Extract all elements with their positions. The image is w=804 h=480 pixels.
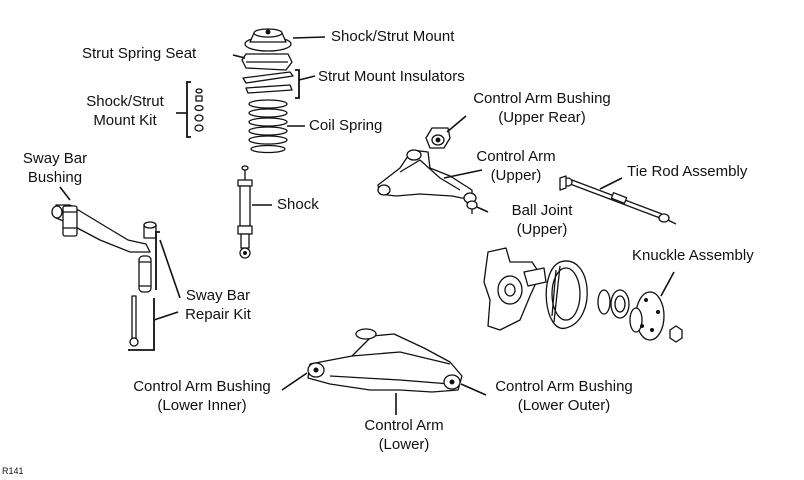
label-control-arm-bushing-upper-rear: Control Arm Bushing (Upper Rear): [452, 89, 632, 127]
leader-control-arm-upper: [443, 169, 483, 179]
control-arm-bushing-upper-rear-part: [425, 127, 451, 149]
leader-control-arm-bushing-lower-inner: [281, 372, 308, 391]
label-ball-joint-upper-line2: (Upper): [516, 221, 568, 238]
knuckle-assembly-part: [483, 247, 683, 343]
label-sway-bar-bushing-line2: Bushing: [27, 169, 83, 186]
label-control-arm-bushing-lower-inner-line1: Control Arm Bushing: [133, 378, 271, 395]
bracket-shock-strut-mount-kit: [186, 81, 191, 138]
label-sway-bar-bushing-line1: Sway Bar: [22, 150, 88, 167]
leader-sway-bar-repair-kit-2: [153, 311, 179, 321]
label-control-arm-bushing-lower-inner: Control Arm Bushing (Lower Inner): [122, 377, 282, 415]
bracket-sway-bar-top: [155, 231, 160, 290]
sway-bar-repair-kit-part: [129, 221, 157, 347]
label-shock-strut-mount: Shock/Strut Mount: [331, 28, 455, 45]
label-coil-spring: Coil Spring: [309, 117, 383, 134]
leader-strut-spring-seat: [232, 54, 246, 59]
leader-ball-joint-upper: [476, 206, 489, 213]
strut-spring-seat-part: [241, 53, 293, 71]
label-sway-bar-repair-kit: Sway Bar Repair Kit: [176, 286, 260, 324]
label-ball-joint-upper-line1: Ball Joint: [511, 202, 573, 219]
reference-code: R141: [2, 466, 24, 476]
label-strut-mount-insulators: Strut Mount Insulators: [318, 68, 465, 85]
leader-control-arm-bushing-lower-outer: [460, 383, 487, 396]
leader-control-arm-bushing-upper-rear: [446, 115, 467, 133]
label-tie-rod-assembly: Tie Rod Assembly: [627, 163, 748, 180]
bracket-sway-bar-bottom: [128, 298, 155, 351]
label-strut-spring-seat: Strut Spring Seat: [82, 45, 197, 62]
leader-tie-rod-assembly: [599, 177, 623, 190]
sway-bar-part: [51, 204, 151, 253]
label-control-arm-upper-line1: Control Arm: [476, 148, 556, 165]
label-control-arm-upper: Control Arm (Upper): [466, 147, 566, 185]
strut-mount-insulators-part: [242, 71, 294, 94]
leader-strut-mount-insulators: [298, 75, 316, 81]
control-arm-lower-part: [307, 328, 463, 393]
label-control-arm-bushing-upper-rear-line1: Control Arm Bushing: [473, 90, 611, 107]
label-shock-strut-mount-kit: Shock/Strut Mount Kit: [76, 92, 174, 130]
leader-shock-strut-mount: [292, 36, 326, 39]
leader-knuckle-assembly: [660, 271, 675, 297]
label-shock: Shock: [277, 196, 319, 213]
leader-sway-bar-bushing: [59, 186, 71, 201]
label-control-arm-bushing-lower-outer-line2: (Lower Outer): [517, 397, 611, 414]
label-control-arm-bushing-upper-rear-line2: (Upper Rear): [498, 109, 586, 126]
label-control-arm-lower-line2: (Lower): [378, 436, 430, 453]
control-arm-upper-part: [377, 149, 477, 204]
tie-rod-assembly-part: [559, 175, 677, 225]
label-shock-strut-mount-kit-line2: Mount Kit: [93, 112, 157, 129]
label-sway-bar-repair-kit-line2: Repair Kit: [185, 306, 251, 323]
coil-spring-part: [248, 99, 288, 154]
label-control-arm-lower: Control Arm (Lower): [354, 416, 454, 454]
bracket-strut-mount-insulators: [295, 69, 300, 99]
label-ball-joint-upper: Ball Joint (Upper): [500, 201, 584, 239]
label-sway-bar-repair-kit-line1: Sway Bar: [185, 287, 251, 304]
shock-strut-mount-kit-part: [194, 88, 204, 132]
label-control-arm-upper-line2: (Upper): [490, 167, 542, 184]
label-sway-bar-bushing: Sway Bar Bushing: [14, 149, 96, 187]
label-knuckle-assembly: Knuckle Assembly: [632, 247, 754, 264]
shock-strut-mount-part: [244, 28, 292, 52]
ball-joint-upper-part: [466, 200, 478, 214]
label-control-arm-bushing-lower-outer-line1: Control Arm Bushing: [495, 378, 633, 395]
label-shock-strut-mount-kit-line1: Shock/Strut: [86, 93, 164, 110]
leader-sway-bar-repair-kit: [159, 239, 181, 299]
label-control-arm-bushing-lower-outer: Control Arm Bushing (Lower Outer): [486, 377, 642, 415]
label-control-arm-lower-line1: Control Arm: [364, 417, 444, 434]
shock-absorber-part: [237, 165, 253, 259]
label-control-arm-bushing-lower-inner-line2: (Lower Inner): [157, 397, 247, 414]
